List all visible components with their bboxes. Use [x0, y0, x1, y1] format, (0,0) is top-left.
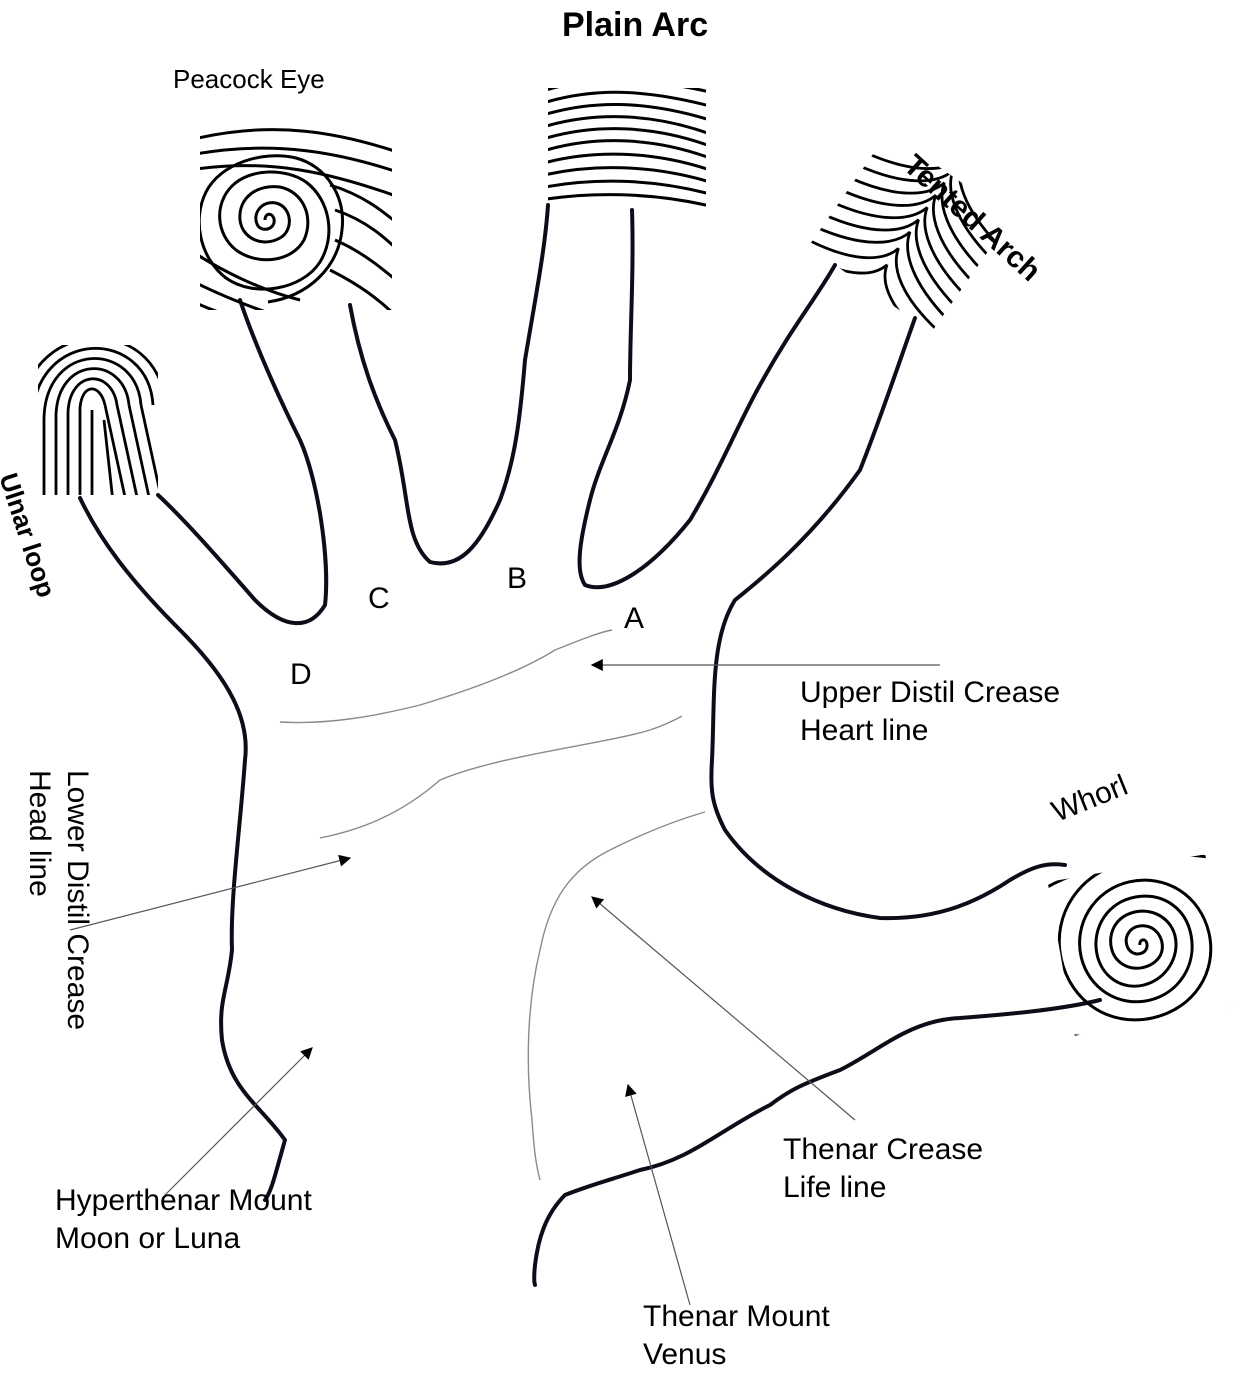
label-lower-distil-crease: Lower Distil Crease	[62, 770, 92, 1030]
label-upper-crease-group: Upper Distil Crease Heart line	[800, 678, 1060, 746]
peacock-eye-print	[190, 130, 420, 328]
label-peacock-eye: Peacock Eye	[173, 66, 325, 92]
plain-arch-print	[540, 81, 710, 206]
ulnar-loop-print	[20, 338, 166, 520]
point-c: C	[368, 584, 390, 614]
label-upper-distil-crease: Upper Distil Crease	[800, 678, 1060, 708]
lower-distal-crease	[320, 716, 682, 838]
label-hyperthenar-group: Hyperthenar Mount Moon or Luna	[55, 1186, 312, 1254]
label-thenar-crease: Thenar Crease	[783, 1135, 983, 1165]
label-life-line: Life line	[783, 1173, 983, 1203]
outline-index-thumb	[711, 318, 1065, 918]
label-heart-line: Heart line	[800, 716, 1060, 746]
palm-creases	[280, 630, 705, 1180]
thenar-crease	[528, 812, 705, 1180]
label-moon-or-luna: Moon or Luna	[55, 1224, 312, 1254]
label-thenar-mount-group: Thenar Mount Venus	[643, 1302, 830, 1370]
label-hyperthenar-mount: Hyperthenar Mount	[55, 1186, 312, 1216]
outline-pinky-outer	[80, 498, 285, 1200]
label-venus: Venus	[643, 1340, 830, 1370]
outline-middle-index	[580, 210, 835, 587]
point-d: D	[290, 660, 312, 690]
upper-distal-crease	[280, 630, 612, 723]
arrow-life-line	[592, 897, 855, 1120]
label-head-line: Head line	[24, 770, 54, 1030]
outline-ring-middle	[350, 205, 548, 563]
arrow-venus	[628, 1085, 690, 1305]
outline-pinky-ring	[158, 300, 326, 623]
whorl-print	[1036, 845, 1244, 1048]
arrow-head-line	[70, 858, 350, 930]
label-thenar-mount: Thenar Mount	[643, 1302, 830, 1332]
title-plain-arc: Plain Arc	[562, 8, 708, 42]
arrow-hyperthenar	[165, 1048, 312, 1195]
point-b: B	[507, 564, 527, 594]
label-lower-crease-group: Lower Distil Crease Head line	[24, 770, 92, 1030]
point-a: A	[624, 604, 644, 634]
label-thenar-crease-group: Thenar Crease Life line	[783, 1135, 983, 1203]
